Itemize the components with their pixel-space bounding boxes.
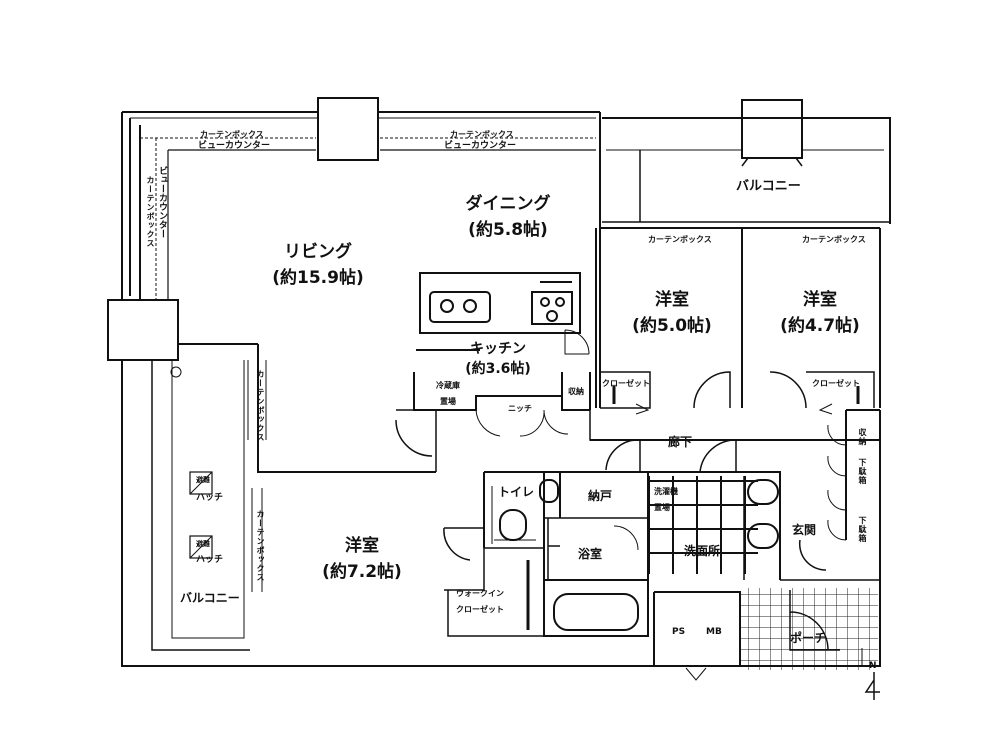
- kitchen-counter: [419, 272, 581, 334]
- evac-label: 避難: [196, 476, 210, 484]
- dining-east-wall: [595, 228, 601, 408]
- hatch-label: ハッチ: [196, 555, 224, 565]
- wet-area-walls: [483, 471, 781, 636]
- toilet-bowl: [499, 509, 527, 541]
- fridge-space-label: 冷蔵庫置場: [436, 381, 460, 406]
- view-counter-vertical-label: ビューカウンター: [157, 166, 167, 238]
- evac-hatch-2: [189, 535, 213, 559]
- western-room-3-label: 洋室(約7.2帖): [322, 536, 402, 582]
- living-room-label: リビング(約15.9帖): [272, 242, 364, 288]
- porch-label: ポーチ: [790, 631, 827, 645]
- western-room-2-label: 洋室(約4.7帖): [780, 290, 860, 336]
- curtain-box-label: カーテンボックス: [200, 130, 264, 139]
- north-arrow-icon: [864, 672, 880, 700]
- corridor-label: 廊下: [668, 435, 693, 449]
- dining-room-label: ダイニング(約5.8帖): [465, 194, 551, 240]
- pillar-north-1: [317, 97, 379, 161]
- bedroom-walls: [600, 227, 881, 408]
- ps-mb-box: [653, 591, 741, 666]
- curtain-box-label: カーテンボックス: [648, 235, 712, 244]
- outer-wall-west: [121, 112, 141, 300]
- north-label: N: [869, 661, 877, 671]
- storage-closet-label: 納戸: [588, 489, 613, 503]
- outer-wall-south: [121, 360, 881, 667]
- mb-label: MB: [706, 627, 722, 637]
- pillar-west: [107, 299, 179, 361]
- balcony-west-label: バルコニー: [180, 591, 240, 605]
- evac-label: 避難: [196, 540, 210, 548]
- ps-label: PS: [672, 627, 686, 637]
- curtain-box-label: カーテンボックス: [450, 130, 514, 139]
- balcony-north-label: バルコニー: [736, 179, 801, 194]
- shoe-box-label: 下駄箱: [858, 516, 867, 543]
- closet-label: クローゼット: [812, 379, 860, 388]
- washroom-tiles: [648, 476, 758, 574]
- wash-basin-2: [747, 523, 779, 549]
- toilet-label: トイレ: [498, 485, 535, 499]
- curtain-box-vertical-label: カーテンボックス: [256, 510, 265, 582]
- porch-tiles: [740, 588, 878, 670]
- closet-label: クローゼット: [602, 379, 650, 388]
- hatch-label: ハッチ: [196, 493, 224, 503]
- walkin-closet-label: ウォークインクローゼット: [456, 589, 504, 614]
- view-counter-label: ビューカウンター: [198, 141, 271, 151]
- sink: [429, 291, 491, 323]
- outer-wall-north: [122, 111, 891, 228]
- view-counter-label: ビューカウンター: [444, 141, 517, 151]
- storage-label: 収納: [858, 428, 867, 446]
- storage-label: 収納: [568, 387, 584, 396]
- curtain-box-label: カーテンボックス: [802, 235, 866, 244]
- washroom-label: 洗面所: [684, 544, 721, 558]
- entrance-label: 玄関: [792, 523, 817, 537]
- western-room-1-label: 洋室(約5.0帖): [632, 290, 712, 336]
- evac-hatch-1: [189, 471, 213, 495]
- bathtub: [553, 593, 639, 631]
- living-south-wall: [257, 344, 436, 473]
- kitchen-label: キッチン(約3.6帖): [465, 341, 531, 377]
- bathroom-label: 浴室: [578, 547, 603, 561]
- wash-basin-1: [747, 479, 779, 505]
- curtain-box-vertical-label: カーテンボックス: [146, 176, 155, 248]
- shoe-box-label: 下駄箱: [858, 458, 867, 485]
- niche-label: ニッチ: [508, 404, 532, 413]
- curtain-box-vertical-label: カーテンボックス: [256, 370, 265, 442]
- pillar-north-2: [741, 99, 803, 159]
- washer-space-label: 洗濯機置場: [654, 487, 678, 512]
- stove: [531, 291, 573, 325]
